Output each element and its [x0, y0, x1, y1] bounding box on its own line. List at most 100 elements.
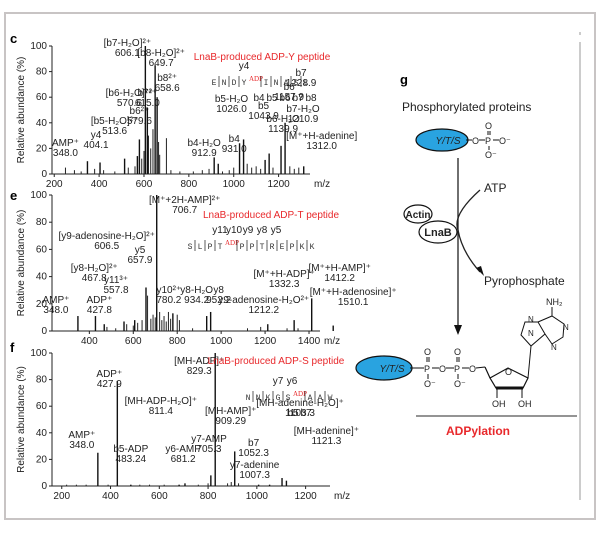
- sequence-residue: K: [300, 243, 305, 252]
- sequence-residue: R: [270, 243, 275, 252]
- sequence-residue: T: [218, 243, 223, 252]
- peak-ion-label: [MH-ADP-H₂O]⁺: [125, 396, 198, 407]
- p2-P: P: [454, 364, 460, 374]
- y-tick-label: 100: [30, 348, 47, 359]
- sequence-residue: E: [280, 243, 285, 252]
- sequence-residue: T: [260, 243, 265, 252]
- peak-mz-label: 404.1: [84, 140, 109, 151]
- phosphate-O-top: O: [485, 121, 492, 131]
- peak-mz-label: 829.3: [187, 366, 212, 377]
- y-tick-label: 0: [41, 481, 47, 492]
- peak-ion-label: AMP⁺: [68, 430, 95, 441]
- actin-oval: [403, 204, 433, 224]
- panel-letter-e: e: [10, 188, 17, 203]
- peak-ion-label: y9-adenosine-H₂O²⁺: [218, 295, 309, 306]
- spectrum-title: LnaB-produced ADP-Y peptide: [194, 52, 331, 63]
- peak-mz-label: 1210.9: [288, 114, 319, 125]
- peak-ion-label: [M⁺+2H-AMP]²⁺: [149, 195, 220, 206]
- y-tick-label: 40: [36, 428, 48, 439]
- peak-mz-label: 513.6: [102, 126, 127, 137]
- sequence-residue: S: [294, 79, 299, 88]
- y-tick-label: 60: [36, 92, 48, 103]
- residue-label-product: Y/T/S: [379, 364, 404, 375]
- peak-ion-label: b4: [229, 134, 241, 145]
- y-tick-label: 0: [41, 169, 47, 180]
- x-tick-label: 200: [46, 179, 63, 190]
- peak-mz-label: 579.6: [127, 116, 152, 127]
- sequence-residue: N: [256, 394, 261, 403]
- p1-O-minus: O⁻: [424, 379, 436, 389]
- sequence-residue: I: [264, 79, 269, 88]
- peak-mz-label: 1052.3: [238, 448, 269, 459]
- peak-mz-label: 811.4: [149, 406, 174, 417]
- peak-ion-label: y7-AMP: [191, 434, 227, 445]
- adenine-imidazole: [520, 321, 546, 347]
- y-tick-label: 60: [36, 244, 48, 255]
- peak-ion-label: b7: [248, 438, 260, 449]
- y-tick-label: 60: [36, 401, 48, 412]
- peak-ion-label: [y9-adenosine-H₂O]²⁺: [58, 231, 154, 242]
- peak-mz-label: 427.8: [87, 305, 112, 316]
- peak-ion-label: [M⁺+H-AMP]⁺: [308, 263, 371, 274]
- peak-ion-label: y10²⁺: [156, 285, 181, 296]
- sequence-residue: A: [318, 394, 323, 403]
- sequence-residue: S: [188, 243, 193, 252]
- peak-ion-label: b6²⁺: [130, 106, 150, 117]
- y-tick-label: 40: [36, 272, 48, 283]
- peak-mz-label: 952.2: [206, 295, 231, 306]
- peak-mz-label: 606.1: [115, 48, 140, 59]
- bottom-ion-label: b7: [292, 93, 304, 104]
- y-tick-label: 0: [41, 326, 47, 337]
- peak-mz-label: 658.6: [155, 83, 180, 94]
- y-tick-label: 20: [36, 454, 48, 465]
- peak-ion-label: y11³⁺: [104, 275, 128, 286]
- peak-mz-label: 657.9: [127, 255, 152, 266]
- peak-ion-label: ADP⁺: [87, 295, 113, 306]
- top-ion-label: y4: [239, 61, 250, 72]
- peak-mz-label: 706.7: [172, 205, 197, 216]
- sequence-residue: W: [328, 394, 333, 403]
- bottom-ion-label: b4: [253, 93, 265, 104]
- peak-mz-label: 780.2: [156, 295, 181, 306]
- sequence-residue: L: [198, 243, 203, 252]
- y-tick-label: 80: [36, 67, 48, 78]
- x-tick-label: 800: [200, 491, 217, 502]
- peak-mz-label: 931.0: [222, 144, 247, 155]
- panel-letter-c: c: [10, 31, 17, 46]
- peak-mz-label: 557.8: [103, 285, 128, 296]
- p2-O-top: O: [454, 347, 461, 357]
- sequence-residue: D: [232, 79, 237, 88]
- peak-mz-label: 606.5: [94, 241, 119, 252]
- spectrum-title: LnaB-produced ADP-T peptide: [203, 210, 339, 221]
- peak-mz-label: 934.2: [184, 295, 209, 306]
- bridge-O: O: [439, 364, 446, 374]
- y-tick-label: 40: [36, 118, 48, 129]
- p1-P: P: [424, 364, 430, 374]
- peak-mz-label: 705.3: [196, 444, 221, 455]
- top-ion-label: y6: [287, 376, 298, 387]
- y-tick-label: 100: [30, 41, 47, 52]
- actin-label: Actin: [406, 210, 431, 221]
- p2-O-minus: O⁻: [454, 379, 466, 389]
- x-tick-label: 600: [125, 336, 142, 347]
- peak-ion-label: [b7-H₂O]²⁺: [104, 38, 152, 49]
- peak-mz-label: 1157.9: [274, 92, 304, 103]
- x-axis-label: m/z: [324, 336, 340, 347]
- sequence-residue: S: [286, 394, 291, 403]
- peak-ion-label: b5-ADP: [113, 444, 148, 455]
- x-tick-label: 1200: [267, 179, 290, 190]
- sequence-residue: A: [308, 394, 313, 403]
- peak-ion-label: [M⁺+H-adenine]: [286, 131, 357, 142]
- oh-label-2: OH: [518, 399, 532, 409]
- sequence-residue: N: [222, 79, 227, 88]
- y-axis-label: Relative abundance (%): [16, 366, 27, 473]
- x-tick-label: 1200: [294, 491, 317, 502]
- x-tick-label: 1200: [254, 336, 277, 347]
- ester-O: O: [469, 364, 476, 374]
- modification-label: ADP: [249, 75, 263, 83]
- top-ion-label: y7: [273, 376, 284, 387]
- peak-mz-label: 615.0: [135, 98, 160, 109]
- sequence-residue: K: [266, 394, 271, 403]
